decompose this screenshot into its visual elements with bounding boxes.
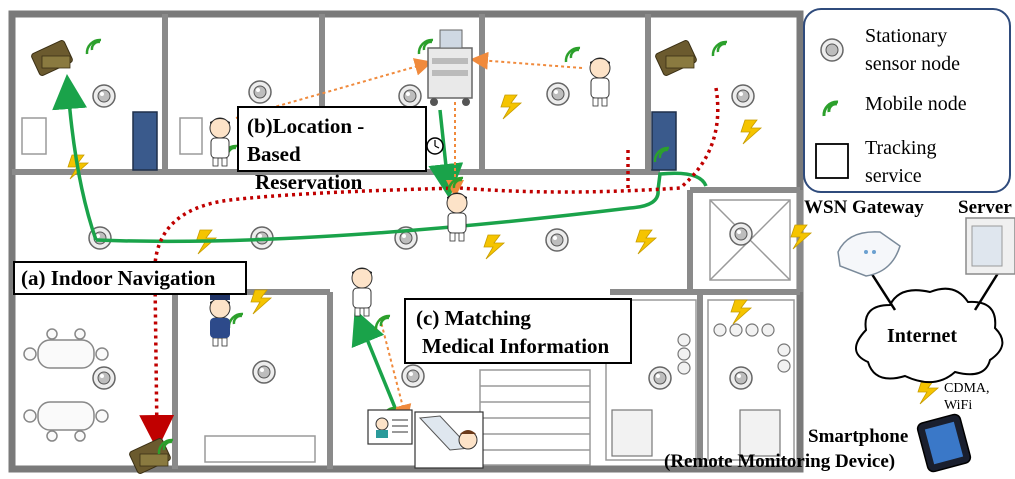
label-matching-line1: (c) Matching	[416, 306, 531, 330]
remote-monitoring-label: (Remote Monitoring Device)	[664, 451, 896, 472]
navigation-path-return	[52, 74, 98, 241]
legend-stationary-line2: sensor node	[865, 53, 960, 75]
legend-mobile-icon	[822, 100, 839, 117]
label-location-reservation-line1: (b)Location -Based	[247, 114, 365, 166]
wsn-gateway-label: WSN Gateway	[804, 197, 924, 218]
room-details	[21, 117, 795, 466]
tracking-path	[139, 87, 720, 450]
internet-label: Internet	[887, 325, 957, 347]
person-doctor-left	[209, 117, 231, 167]
person-doctor-top	[589, 57, 611, 107]
smartphone-label: Smartphone	[808, 426, 909, 447]
label-location-reservation-line2: Reservation	[255, 170, 363, 194]
radioactive-device-top-right	[654, 39, 698, 77]
person-guard	[209, 294, 231, 347]
interior-walls	[12, 14, 803, 469]
meeting-tables	[23, 328, 109, 442]
medical-cart	[427, 29, 473, 106]
legend-stationary-line1: Stationary	[865, 25, 948, 47]
label-location-reservation: (b)Location -Based Reservation	[237, 106, 427, 194]
restroom-fixtures	[611, 323, 791, 457]
legend: Stationary sensor node Mobile node Track…	[803, 8, 1011, 193]
label-indoor-navigation-text: (a) Indoor Navigation	[21, 266, 216, 290]
internet-cloud	[855, 287, 1004, 383]
clock-icon	[426, 137, 444, 155]
label-matching-medical: (c) Matching Medical Information	[404, 298, 632, 364]
legend-sensor-icon	[820, 38, 844, 62]
radioactive-device-top-left	[30, 39, 74, 77]
doors	[132, 111, 677, 171]
label-indoor-navigation: (a) Indoor Navigation	[13, 261, 247, 295]
legend-symbols	[815, 38, 849, 179]
server-device	[965, 217, 1015, 275]
wsn-gateway-device	[837, 231, 901, 277]
server-label: Server	[958, 197, 1012, 218]
patient-bed	[414, 411, 484, 469]
person-nurse	[351, 267, 373, 317]
legend-tracking-line1: Tracking	[865, 137, 937, 159]
person-patient-corridor	[446, 192, 468, 242]
link-label-line1: CDMA,	[944, 381, 990, 396]
smartphone-device	[916, 413, 972, 473]
legend-mobile: Mobile node	[865, 93, 967, 115]
navigation-path-matching	[351, 309, 400, 416]
navigation-path	[95, 171, 708, 244]
legend-tracking-line2: service	[865, 165, 922, 187]
id-card	[367, 409, 413, 445]
navigation-path-room	[428, 109, 464, 199]
label-matching-line2: Medical Information	[422, 334, 610, 358]
link-label-line2: WiFi	[944, 398, 973, 413]
legend-tracking-icon	[815, 143, 849, 179]
